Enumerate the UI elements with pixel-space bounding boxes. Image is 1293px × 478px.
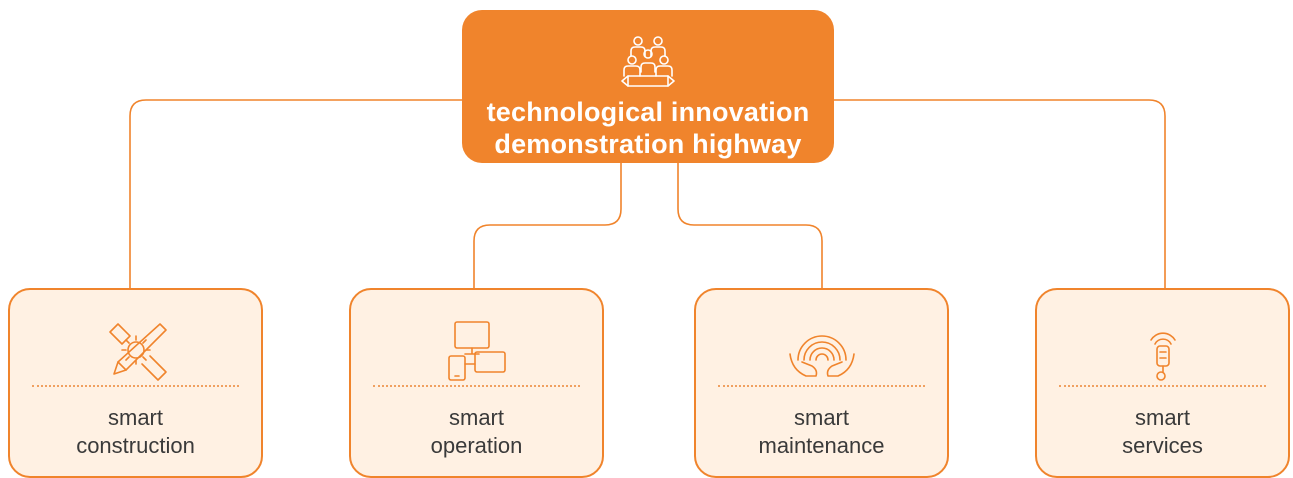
divider	[718, 385, 925, 387]
node-smart-operation: smart operation	[349, 288, 604, 478]
node-label-line1: smart	[449, 405, 504, 430]
devices-icon	[441, 314, 513, 386]
node-label-line1: smart	[108, 405, 163, 430]
node-label-line2: operation	[430, 433, 523, 458]
node-label: smart operation	[351, 404, 602, 460]
team-meeting-icon	[618, 32, 678, 92]
connector-root-to-operation	[473, 162, 622, 289]
connector-root-to-construction	[129, 99, 463, 289]
node-label-line1: smart	[794, 405, 849, 430]
connector-root-to-maintenance	[677, 162, 823, 289]
node-smart-services: smart services	[1035, 288, 1290, 478]
divider	[32, 385, 239, 387]
connector-lines	[129, 99, 1166, 289]
node-label-line2: maintenance	[758, 433, 885, 458]
node-label: smart services	[1037, 404, 1288, 460]
root-title-line1: technological innovation	[486, 97, 810, 127]
node-label-line1: smart	[1135, 405, 1190, 430]
root-title-line2: demonstration highway	[494, 129, 802, 159]
node-label: smart maintenance	[696, 404, 947, 460]
connector-root-to-services	[833, 99, 1166, 289]
root-node: technological innovation demonstration h…	[462, 10, 834, 163]
node-label-line2: services	[1122, 433, 1203, 458]
node-label: smart construction	[10, 404, 261, 460]
divider	[1059, 385, 1266, 387]
node-smart-construction: smart construction	[8, 288, 263, 478]
root-title: technological innovation demonstration h…	[462, 96, 834, 160]
touch-signal-icon	[1127, 314, 1199, 386]
tools-gear-icon	[100, 314, 172, 386]
node-smart-maintenance: smart maintenance	[694, 288, 949, 478]
divider	[373, 385, 580, 387]
node-label-line2: construction	[76, 433, 195, 458]
hands-rainbow-icon	[786, 314, 858, 386]
